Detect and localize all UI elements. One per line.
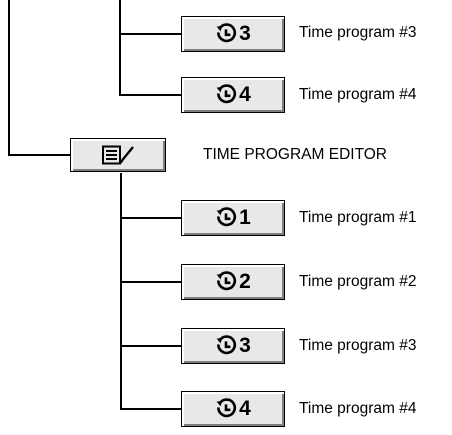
time-program-4-button[interactable]: 4 (181, 77, 285, 113)
clock-icon (216, 207, 237, 227)
time-program-3-label: Time program #3 (299, 24, 417, 41)
clock-icon (216, 335, 237, 355)
clock-icon (216, 23, 237, 43)
time-program-editor-label: TIME PROGRAM EDITOR (203, 146, 388, 163)
edit-time-program-1-button[interactable]: 1 (181, 200, 285, 236)
time-program-number: 4 (239, 397, 251, 420)
time-program-editor-button[interactable] (70, 138, 166, 172)
edit-time-program-3-label: Time program #3 (299, 337, 417, 354)
edit-time-program-1-label: Time program #1 (299, 209, 417, 226)
time-program-4-label: Time program #4 (299, 86, 417, 103)
edit-list-icon (102, 145, 134, 165)
clock-icon (216, 271, 237, 291)
edit-time-program-4-button[interactable]: 4 (181, 391, 285, 427)
time-program-number: 1 (239, 206, 251, 229)
edit-time-program-4-label: Time program #4 (299, 400, 417, 417)
edit-time-program-3-button[interactable]: 3 (181, 328, 285, 364)
clock-icon (216, 84, 237, 104)
clock-icon (216, 398, 237, 418)
time-program-number: 2 (239, 270, 251, 293)
time-program-number: 3 (239, 22, 251, 45)
time-program-3-button[interactable]: 3 (181, 16, 285, 52)
edit-time-program-2-label: Time program #2 (299, 273, 417, 290)
edit-time-program-2-button[interactable]: 2 (181, 264, 285, 300)
time-program-number: 3 (239, 334, 251, 357)
time-program-number: 4 (239, 83, 251, 106)
